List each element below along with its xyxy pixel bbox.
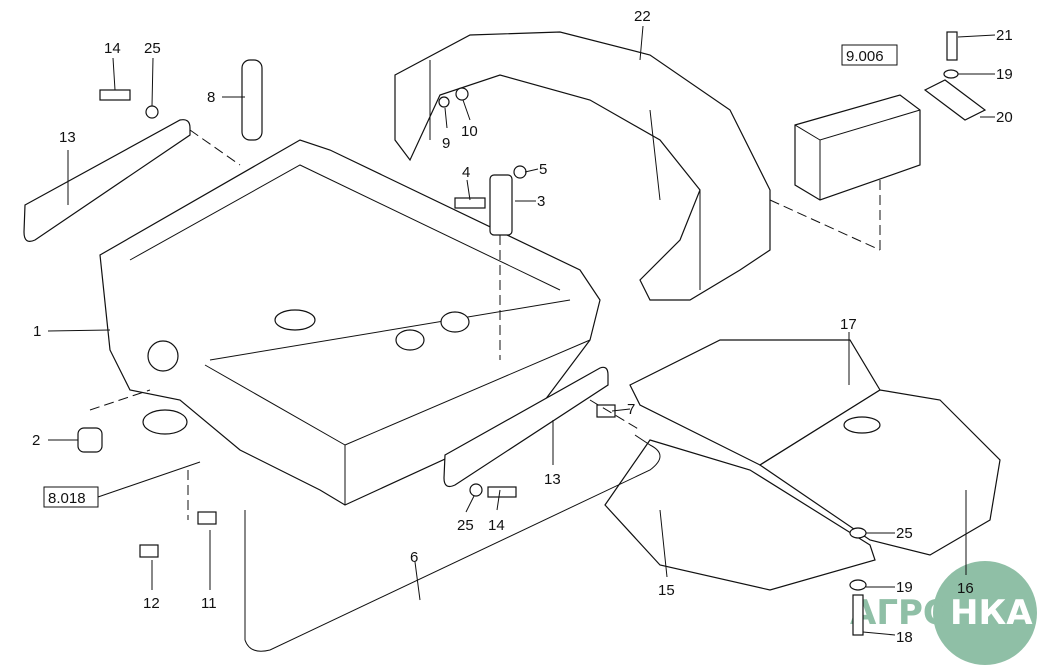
- washer-25c: [849, 527, 867, 539]
- callout-4: 4: [462, 164, 470, 181]
- bracket: [923, 79, 987, 121]
- bottom-plate-15: [604, 439, 876, 591]
- callout-8: 8: [207, 89, 215, 106]
- bolt-14a: [99, 89, 131, 101]
- logo-text-left: АГРО: [850, 593, 952, 633]
- bottom-plate-16: [758, 389, 1001, 556]
- side-cover-left: [23, 119, 191, 242]
- fitting-11: [197, 511, 217, 525]
- callout-13-left: 13: [59, 129, 76, 146]
- battery: [794, 94, 921, 201]
- callout-17: 17: [840, 316, 857, 333]
- callout-20: 20: [996, 109, 1013, 126]
- reference-8018[interactable]: 8.018: [48, 490, 86, 507]
- washer-25a: [145, 105, 159, 119]
- callout-22: 22: [634, 8, 651, 25]
- bolt-18: [852, 594, 864, 636]
- reference-9006[interactable]: 9.006: [846, 48, 884, 65]
- callout-14-bottom: 14: [488, 517, 505, 534]
- bushing: [77, 427, 103, 453]
- callout-19-top: 19: [996, 66, 1013, 83]
- callout-7: 7: [627, 401, 635, 418]
- callout-12: 12: [143, 595, 160, 612]
- logo-text-right: НКА: [950, 593, 1033, 633]
- callout-25-top: 25: [144, 40, 161, 57]
- callout-14-top: 14: [104, 40, 121, 57]
- callout-18: 18: [896, 629, 913, 646]
- callout-25-bottom: 25: [457, 517, 474, 534]
- side-cover-right: [443, 366, 609, 488]
- callout-11: 11: [201, 595, 217, 612]
- nut-5: [513, 165, 527, 179]
- bolt-14b: [487, 486, 517, 498]
- washer-19a: [943, 69, 959, 79]
- callout-15: 15: [658, 582, 675, 599]
- counterweight: [394, 31, 771, 301]
- bolt-21: [946, 31, 958, 61]
- callout-10: 10: [461, 123, 478, 140]
- callout-3: 3: [537, 193, 545, 210]
- link-plate: [241, 59, 263, 141]
- callout-13-right: 13: [544, 471, 561, 488]
- fitting-12: [139, 544, 159, 558]
- washer-25b: [469, 483, 483, 497]
- pin: [489, 174, 513, 236]
- callout-9: 9: [442, 135, 450, 152]
- main-frame: [99, 139, 601, 506]
- washer-19b: [849, 579, 867, 591]
- reference-box-8018[interactable]: [43, 486, 99, 508]
- callout-6: 6: [410, 549, 418, 566]
- callout-25-right: 25: [896, 525, 913, 542]
- callout-21: 21: [996, 27, 1013, 44]
- callout-19-bottom: 19: [896, 579, 913, 596]
- callout-16: 16: [957, 580, 974, 597]
- callout-1: 1: [33, 323, 41, 340]
- callout-2: 2: [32, 432, 40, 449]
- agronka-logo: АГРО НКА: [850, 561, 1037, 665]
- callout-5: 5: [539, 161, 547, 178]
- reference-box-9006[interactable]: [841, 44, 898, 66]
- hose: [244, 434, 661, 652]
